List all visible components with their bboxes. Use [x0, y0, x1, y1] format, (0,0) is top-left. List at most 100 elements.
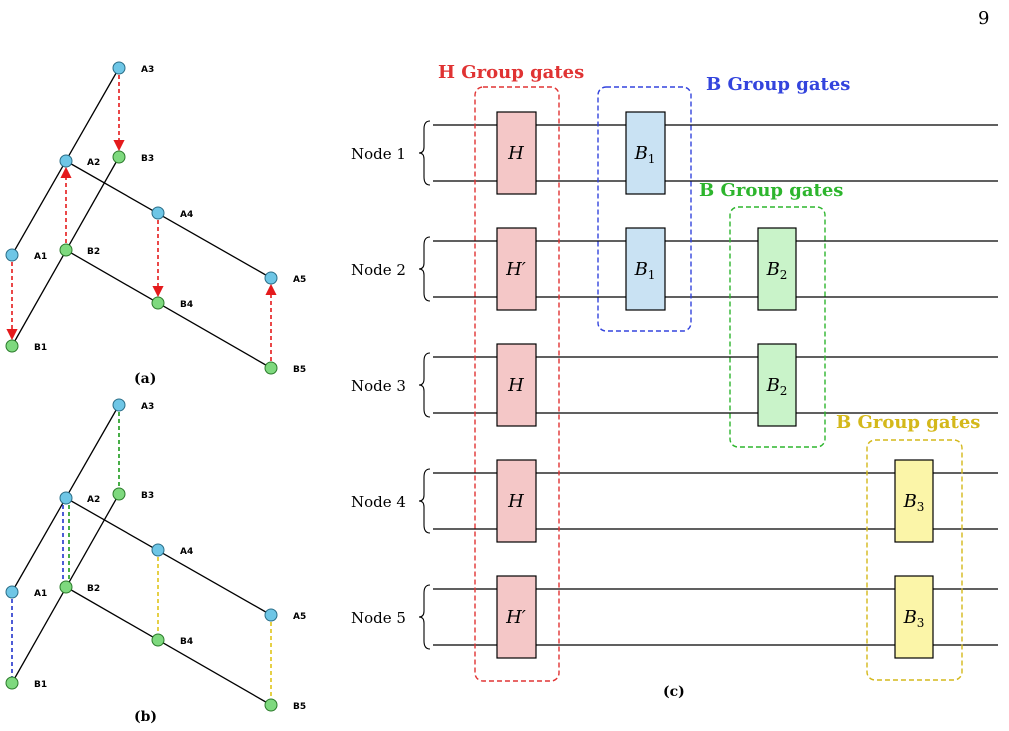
b2-group-box	[729, 206, 826, 448]
brace-node-1	[418, 120, 431, 186]
b3-gate-label-1: B3	[903, 491, 925, 514]
b3-gate-label-2: B3	[903, 607, 925, 630]
gate-letter: B	[634, 143, 648, 164]
b3-gate-node-4	[894, 459, 934, 543]
h-gate-label-4: H	[507, 491, 524, 512]
label-b4: B4	[180, 637, 193, 647]
b1-gate-label-2: B1	[634, 259, 656, 282]
gate-subscript: 3	[917, 500, 925, 514]
b1-gate-label-1: B1	[634, 143, 656, 166]
node-a4	[151, 206, 165, 220]
label-b3: B3	[141, 491, 154, 501]
node-b5	[264, 698, 278, 712]
b1-gate-node-2	[625, 227, 666, 311]
caption-b: (b)	[134, 709, 157, 725]
node-b4	[151, 633, 165, 647]
node-b4	[151, 296, 165, 310]
brace-node-4	[418, 468, 431, 534]
gate-letter: B	[903, 491, 917, 512]
label-a5: A5	[293, 612, 306, 622]
h-gate-label-1: H	[507, 143, 524, 164]
label-a2: A2	[87, 495, 100, 505]
h-gate-4	[496, 459, 537, 543]
b2-gates: B2 B2	[757, 227, 797, 427]
gate-subscript: 1	[648, 152, 656, 166]
b1-group-box	[597, 86, 692, 332]
h-gate-label-2: H′	[505, 259, 526, 280]
node-b1	[5, 676, 19, 690]
label-b1: B1	[34, 680, 47, 690]
label-a1: A1	[34, 252, 47, 262]
gate-letter: B	[766, 259, 780, 280]
label-b4: B4	[180, 300, 193, 310]
node-a3	[112, 398, 126, 412]
node-b1	[5, 339, 19, 353]
h-gate-2	[496, 227, 537, 311]
caption-a: (a)	[134, 371, 156, 387]
caption-c: (c)	[663, 684, 685, 700]
b2-gate-label-1: B2	[766, 259, 788, 282]
label-a1: A1	[34, 589, 47, 599]
b3-gates: B3 B3	[894, 459, 934, 659]
label-b2: B2	[87, 247, 100, 257]
label-a3: A3	[141, 402, 154, 412]
b2-group-title: B Group gates	[699, 180, 843, 201]
brace-node-3	[418, 352, 431, 418]
edge-b2-b5	[65, 249, 272, 369]
edge-b2-b5	[65, 586, 272, 706]
b1-group-title: B Group gates	[706, 74, 850, 95]
node-a1	[5, 585, 19, 599]
label-b3: B3	[141, 154, 154, 164]
h-gate-1	[496, 111, 537, 195]
gate-letter: B	[903, 607, 917, 628]
gate-letter: B	[634, 259, 648, 280]
h-group-box	[474, 86, 560, 682]
h-gate-3	[496, 343, 537, 427]
h-group-title: H Group gates	[438, 62, 584, 83]
label-b1: B1	[34, 343, 47, 353]
node-b3	[112, 150, 126, 164]
gate-subscript: 1	[648, 268, 656, 282]
gate-subscript: 2	[780, 384, 788, 398]
label-a5: A5	[293, 275, 306, 285]
edge-a2-a5	[65, 497, 272, 616]
label-a3: A3	[141, 65, 154, 75]
label-b5: B5	[293, 365, 306, 375]
page-number: 9	[978, 8, 990, 29]
label-a2: A2	[87, 158, 100, 168]
node-a2	[59, 154, 73, 168]
node-b2	[59, 243, 73, 257]
edge-a2-a5	[65, 160, 272, 279]
gate-subscript: 3	[917, 616, 925, 630]
b2-gate-node-3	[757, 343, 797, 427]
gate-letter: B	[766, 375, 780, 396]
b2-gate-node-2	[757, 227, 797, 311]
node-label-3: Node 3	[351, 377, 406, 395]
node-a2	[59, 491, 73, 505]
node-a3	[112, 61, 126, 75]
b1-gate-node-1	[625, 111, 666, 195]
h-gates: H H′ H H H′	[496, 111, 537, 659]
node-a5	[264, 271, 278, 285]
node-b3	[112, 487, 126, 501]
brace-node-2	[418, 236, 431, 302]
h-gate-label-5: H′	[505, 607, 526, 628]
brace-node-5	[418, 584, 431, 650]
b3-group-title: B Group gates	[836, 412, 980, 433]
node-label-1: Node 1	[351, 145, 406, 163]
braces	[418, 120, 431, 650]
label-b5: B5	[293, 702, 306, 712]
node-b2	[59, 580, 73, 594]
gate-subscript: 2	[780, 268, 788, 282]
label-a4: A4	[180, 547, 193, 557]
panel-a: A3 A2 B3 A4 A1 B2 A5 B4 B1 B5 (a)	[5, 61, 306, 387]
panel-c: Node 1 Node 2 Node 3 Node 4 Node 5 H H′ …	[351, 62, 998, 700]
h-gate-5	[496, 575, 537, 659]
h-gate-label-3: H	[507, 375, 524, 396]
b2-gate-label-2: B2	[766, 375, 788, 398]
node-label-5: Node 5	[351, 609, 406, 627]
node-a4	[151, 543, 165, 557]
b1-gates: B1 B1	[625, 111, 666, 311]
node-a1	[5, 248, 19, 262]
